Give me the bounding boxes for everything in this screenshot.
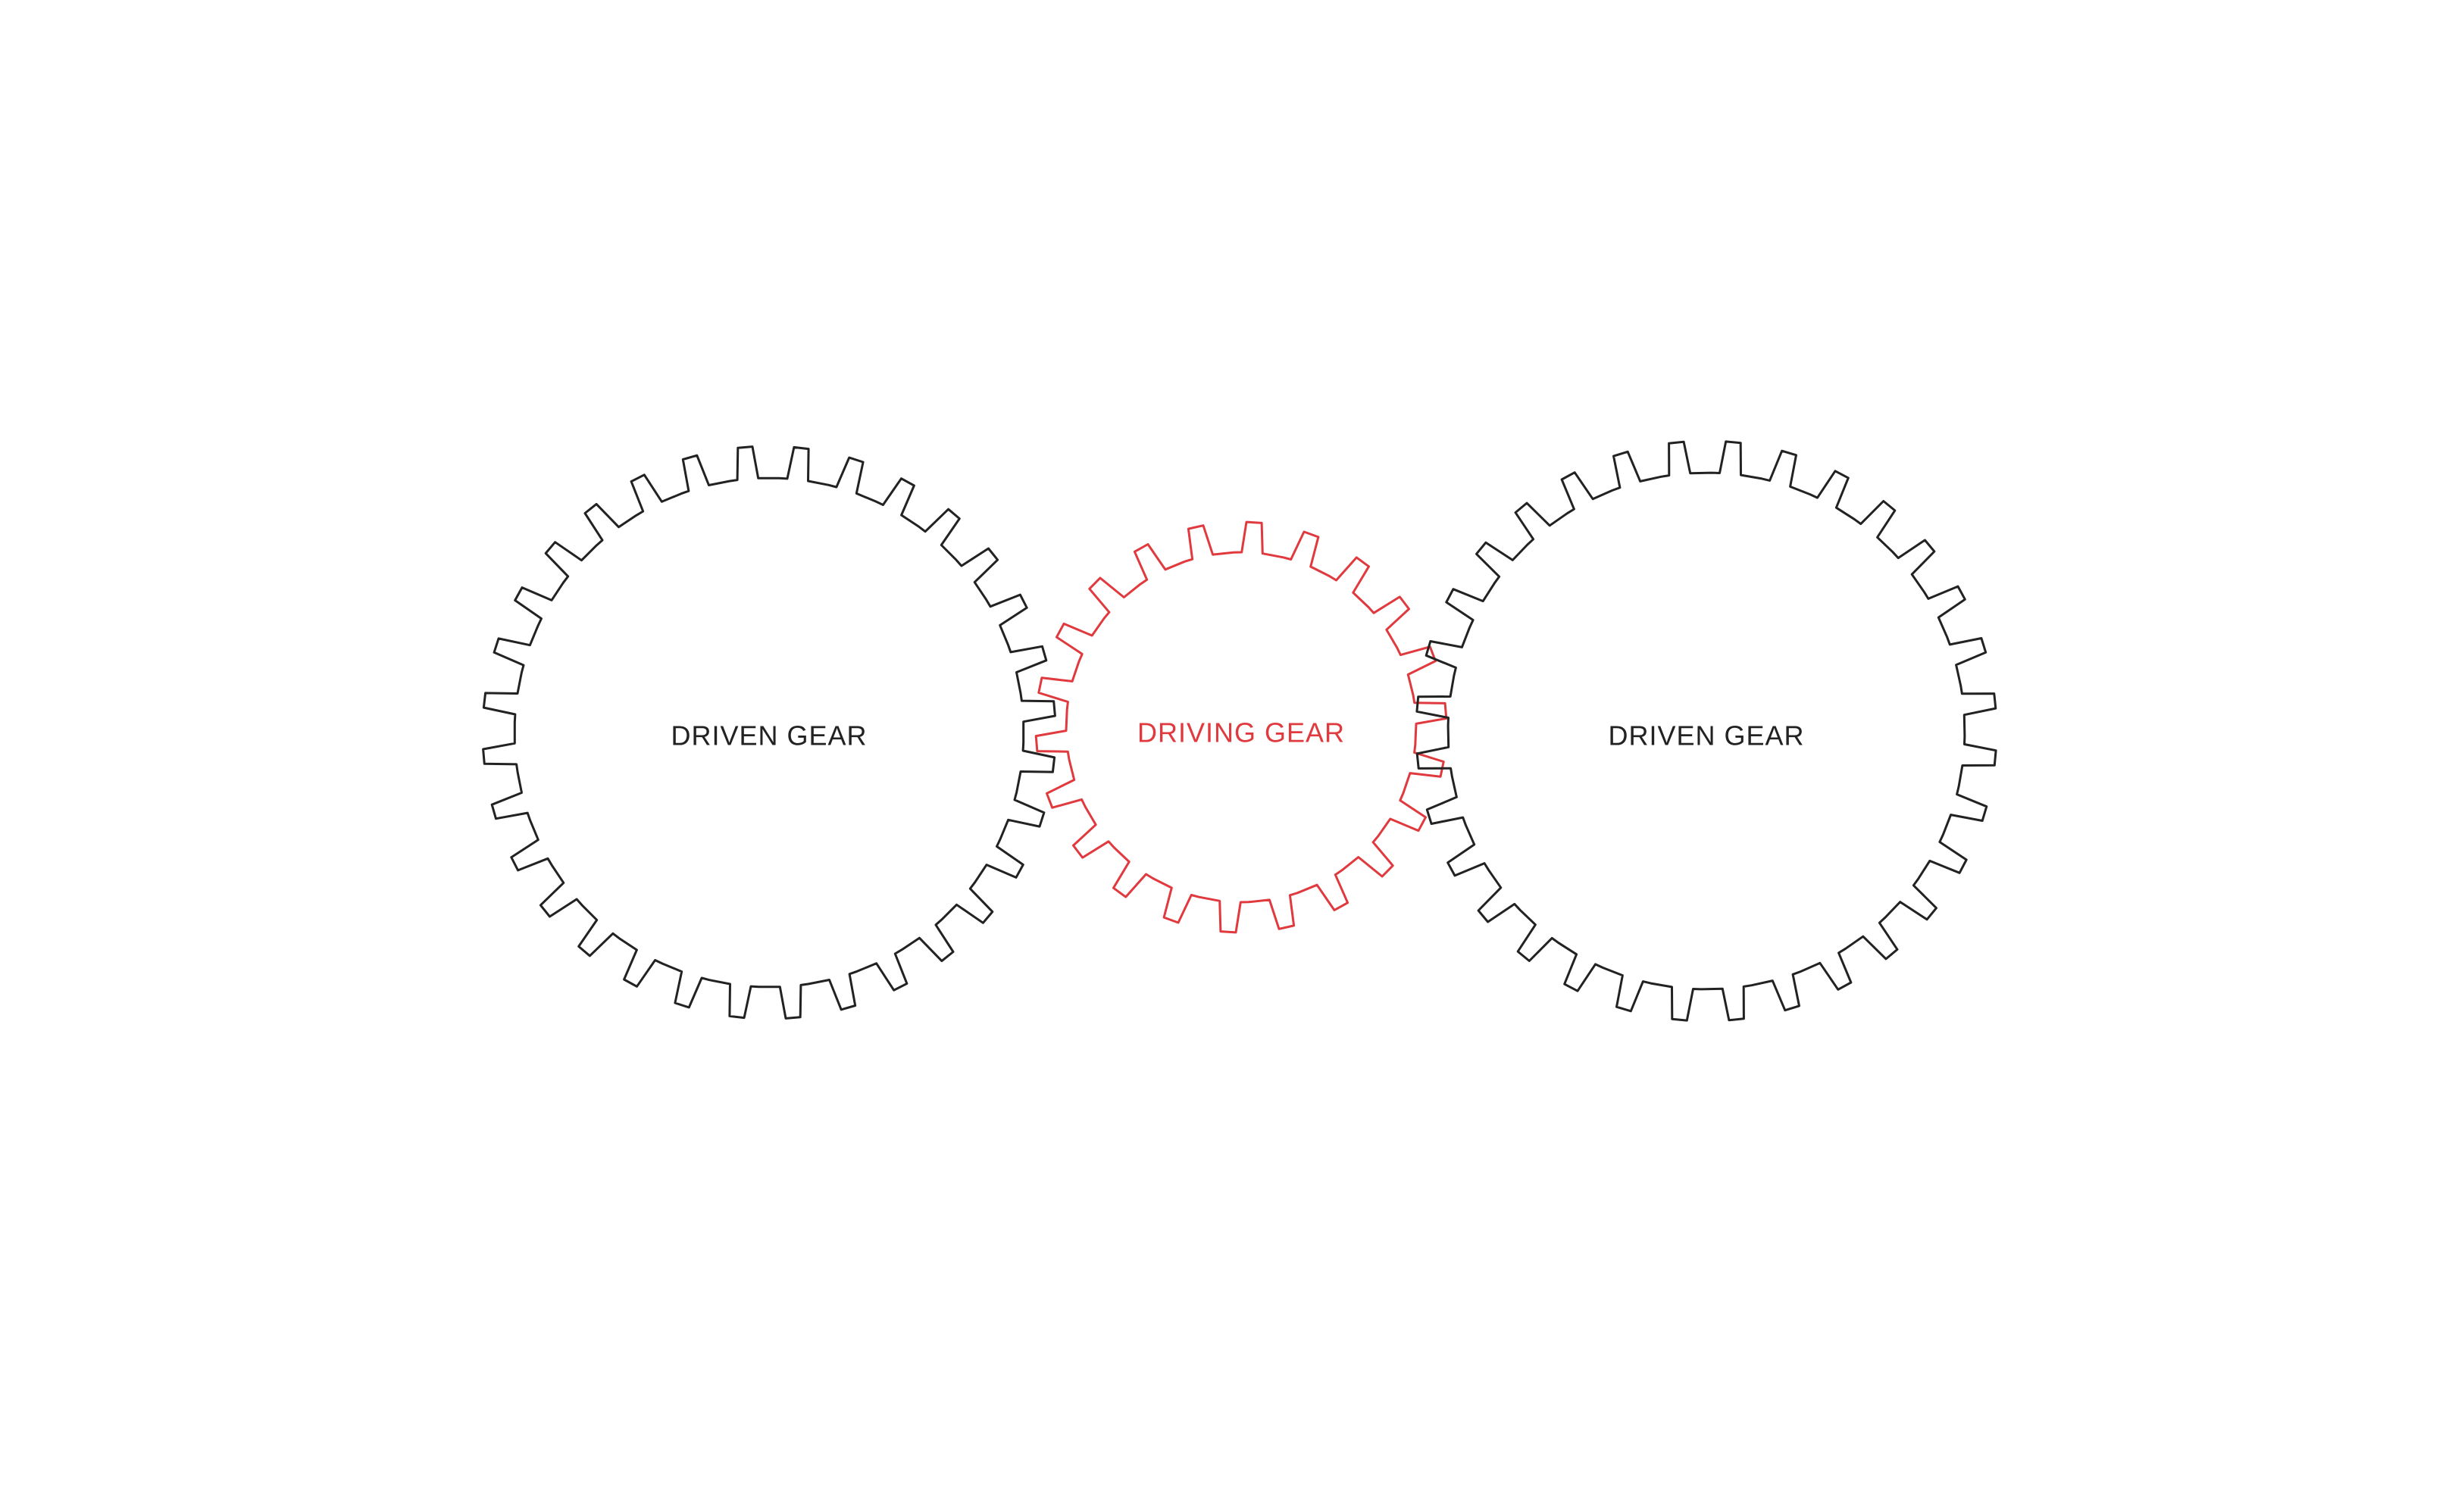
right-driven-gear-label: DRIVEN GEAR bbox=[1608, 720, 1804, 751]
center-driving-gear: DRIVING GEAR bbox=[1034, 520, 1448, 934]
right-driven-gear: DRIVEN GEAR bbox=[1415, 440, 1997, 1022]
right-driven-gear-outline bbox=[1415, 440, 1997, 1022]
center-driving-gear-outline bbox=[1034, 520, 1448, 934]
left-driven-gear: DRIVEN GEAR bbox=[482, 445, 1056, 1020]
left-driven-gear-label: DRIVEN GEAR bbox=[671, 720, 867, 751]
left-driven-gear-outline bbox=[482, 445, 1056, 1020]
center-driving-gear-label: DRIVING GEAR bbox=[1137, 717, 1345, 748]
